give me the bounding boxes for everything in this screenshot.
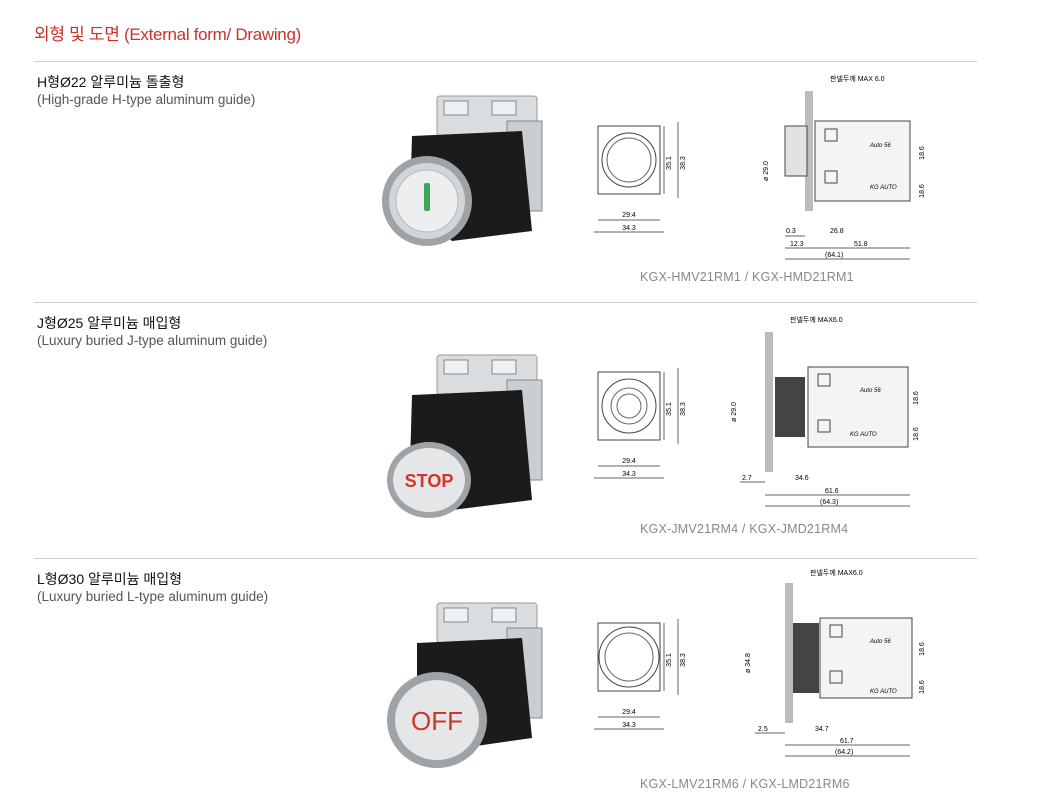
dim-outer-width: 34.3 bbox=[622, 225, 636, 232]
front-view-drawing: 29.4 34.3 35.1 38.3 bbox=[594, 619, 687, 730]
svg-text:18.6: 18.6 bbox=[913, 391, 920, 405]
side-view-drawing: 판넬두께 MAX 6.0 Auto 56 KG AUTO ø 29.0 18.6… bbox=[763, 74, 926, 260]
svg-text:18.6: 18.6 bbox=[919, 642, 926, 656]
svg-text:(64.1): (64.1) bbox=[825, 252, 843, 259]
dim-height-2: 38.3 bbox=[680, 156, 687, 170]
svg-text:51.8: 51.8 bbox=[854, 241, 868, 248]
svg-text:Auto 56: Auto 56 bbox=[869, 639, 891, 645]
product-photo bbox=[382, 95, 543, 246]
svg-text:(64.3): (64.3) bbox=[820, 499, 838, 506]
svg-text:35.1: 35.1 bbox=[666, 402, 673, 416]
section-j-type: J형Ø25 알루미늄 매입형 (Luxury buried J-type alu… bbox=[0, 302, 1043, 552]
model-number: KGX-LMV21RM6 / KGX-LMD21RM6 bbox=[640, 777, 850, 791]
svg-text:KG AUTO: KG AUTO bbox=[870, 185, 897, 191]
svg-text:12.3: 12.3 bbox=[790, 241, 804, 248]
section-subtitle: (Luxury buried L-type aluminum guide) bbox=[37, 589, 269, 604]
side-view-drawing: 판넬두께 MAX6.0 Auto 56 KG AUTO ø 29.0 18.6 … bbox=[731, 315, 920, 507]
section-title: H형Ø22 알루미늄 돌출형 bbox=[37, 74, 185, 90]
panel-thickness-label: 판넬두께 MAX 6.0 bbox=[830, 74, 885, 83]
divider bbox=[34, 558, 977, 559]
svg-text:판넬두께 MAX6.0: 판넬두께 MAX6.0 bbox=[790, 315, 843, 324]
svg-text:2.7: 2.7 bbox=[742, 475, 752, 482]
svg-text:18.6: 18.6 bbox=[919, 146, 926, 160]
front-view-drawing: 29.4 34.3 35.1 38.3 bbox=[594, 122, 687, 233]
dim-diameter: ø 29.0 bbox=[763, 161, 770, 181]
svg-text:18.6: 18.6 bbox=[919, 680, 926, 694]
divider bbox=[34, 61, 977, 62]
svg-text:18.6: 18.6 bbox=[919, 184, 926, 198]
svg-text:(64.2): (64.2) bbox=[835, 749, 853, 756]
section-title: J형Ø25 알루미늄 매입형 bbox=[37, 315, 182, 331]
svg-text:ø 29.0: ø 29.0 bbox=[731, 402, 738, 422]
section-l-type: L형Ø30 알루미늄 매입형 (Luxury buried L-type alu… bbox=[0, 558, 1043, 808]
svg-text:29.4: 29.4 bbox=[622, 709, 636, 716]
divider bbox=[34, 302, 977, 303]
svg-text:29.4: 29.4 bbox=[622, 458, 636, 465]
svg-text:34.3: 34.3 bbox=[622, 471, 636, 478]
svg-text:26.8: 26.8 bbox=[830, 228, 844, 235]
svg-text:0.3: 0.3 bbox=[786, 228, 796, 235]
svg-text:34.7: 34.7 bbox=[815, 726, 829, 733]
svg-text:ø 34.8: ø 34.8 bbox=[745, 653, 752, 673]
side-view-drawing: 판넬두께 MAX6.0 Auto 56 KG AUTO ø 34.8 18.6 … bbox=[745, 568, 926, 757]
svg-text:38.3: 38.3 bbox=[680, 402, 687, 416]
svg-text:34.3: 34.3 bbox=[622, 722, 636, 729]
button-text: OFF bbox=[411, 706, 463, 736]
svg-text:34.6: 34.6 bbox=[795, 475, 809, 482]
svg-text:판넬두께 MAX6.0: 판넬두께 MAX6.0 bbox=[810, 568, 863, 577]
section-subtitle: (High-grade H-type aluminum guide) bbox=[37, 92, 256, 107]
svg-text:35.1: 35.1 bbox=[666, 653, 673, 667]
section-subtitle: (Luxury buried J-type aluminum guide) bbox=[37, 333, 268, 348]
dim-height-1: 35.1 bbox=[666, 156, 673, 170]
svg-text:KG AUTO: KG AUTO bbox=[870, 689, 897, 695]
svg-text:61.7: 61.7 bbox=[840, 738, 854, 745]
front-view-drawing: 29.4 34.3 35.1 38.3 bbox=[594, 368, 687, 479]
dim-inner-width: 29.4 bbox=[622, 212, 636, 219]
svg-text:Auto 56: Auto 56 bbox=[859, 388, 881, 394]
svg-text:61.6: 61.6 bbox=[825, 488, 839, 495]
button-text: STOP bbox=[405, 471, 454, 491]
green-indicator-icon bbox=[424, 183, 430, 211]
section-title: L형Ø30 알루미늄 매입형 bbox=[37, 571, 183, 587]
svg-text:38.3: 38.3 bbox=[680, 653, 687, 667]
svg-text:Auto 56: Auto 56 bbox=[869, 143, 891, 149]
svg-text:2.5: 2.5 bbox=[758, 726, 768, 733]
svg-text:KG AUTO: KG AUTO bbox=[850, 432, 877, 438]
model-number: KGX-HMV21RM1 / KGX-HMD21RM1 bbox=[640, 270, 854, 284]
svg-text:18.6: 18.6 bbox=[913, 427, 920, 441]
model-number: KGX-JMV21RM4 / KGX-JMD21RM4 bbox=[640, 522, 849, 536]
page-title: 외형 및 도면 (External form/ Drawing) bbox=[34, 25, 301, 44]
section-h-type: H형Ø22 알루미늄 돌출형 (High-grade H-type alumin… bbox=[0, 61, 1043, 311]
product-photo: STOP bbox=[387, 354, 543, 518]
product-photo: OFF bbox=[387, 602, 543, 768]
